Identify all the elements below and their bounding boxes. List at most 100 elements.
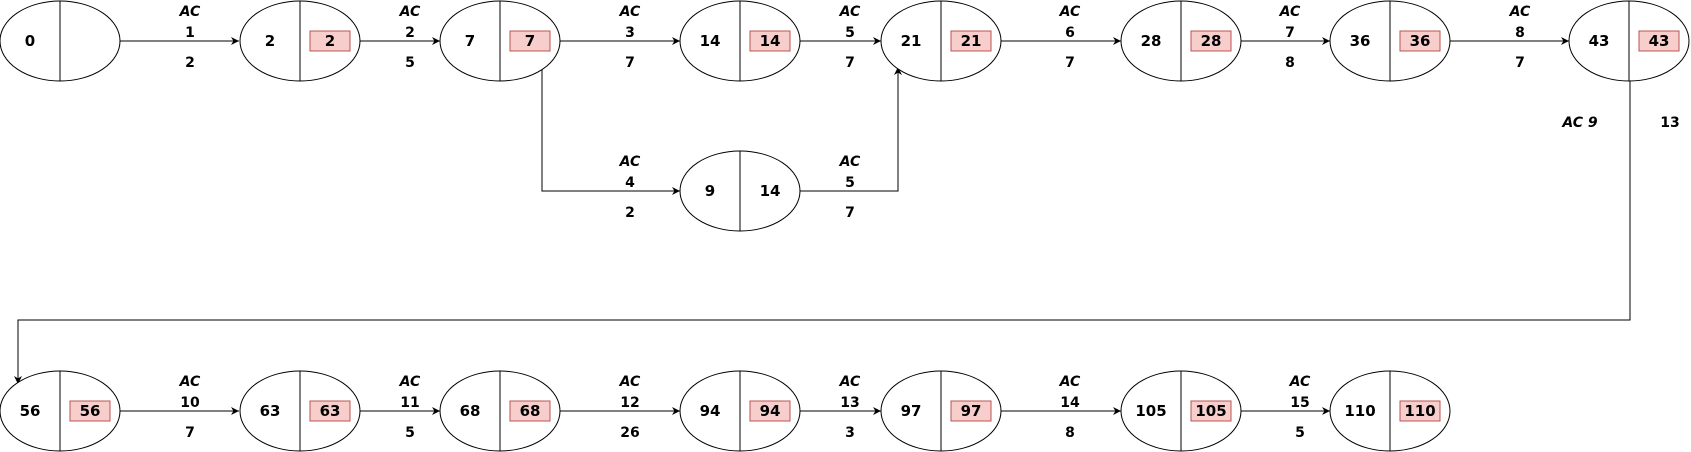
- late-time-box: [1399, 30, 1441, 52]
- node-late-time: 110: [1404, 402, 1435, 420]
- node-late-time: 97: [961, 402, 982, 420]
- node-early-time: 21: [901, 32, 922, 50]
- activity-number: 2: [405, 25, 415, 41]
- node-late-time: 2: [325, 32, 335, 50]
- event-node[interactable]: 14 14: [679, 0, 801, 82]
- late-time-box: [509, 400, 551, 422]
- activity-name: AC: [1059, 4, 1081, 20]
- activity-name: AC: [839, 154, 861, 170]
- node-late-time: 68: [520, 402, 541, 420]
- late-time-box: [950, 400, 992, 422]
- activity-number: 15: [1290, 395, 1309, 411]
- edges: [14, 37, 1631, 415]
- node-early-time: 7: [465, 32, 475, 50]
- late-time-box: [1638, 30, 1680, 52]
- event-node[interactable]: 97 97: [880, 370, 1002, 452]
- node-early-time: 56: [20, 402, 41, 420]
- activity-name: AC: [839, 4, 861, 20]
- node-late-time: 36: [1410, 32, 1431, 50]
- activity-duration: 3: [845, 425, 855, 441]
- late-time-box: [509, 30, 551, 52]
- edge-a5b: [800, 67, 902, 192]
- activity-name: AC: [1059, 374, 1081, 390]
- activity-number: 4: [625, 175, 635, 191]
- event-node[interactable]: 56 56: [0, 370, 121, 452]
- node-early-time: 2: [265, 32, 275, 50]
- activity-number: 13: [840, 395, 859, 411]
- activity-labels: AC 1 2 AC 2 5 AC 3 7 AC 4 2 AC 5 7 AC 5 …: [179, 4, 1680, 441]
- node-early-time: 94: [700, 402, 721, 420]
- activity-duration: 8: [1285, 55, 1295, 71]
- node-late-time: 56: [80, 402, 101, 420]
- late-time-box: [1190, 30, 1232, 52]
- late-time-box: [69, 400, 111, 422]
- activity-duration: 7: [185, 425, 195, 441]
- activity-duration: 7: [625, 55, 635, 71]
- activity-duration: 5: [405, 425, 415, 441]
- event-node[interactable]: 63 63: [239, 370, 361, 452]
- node-early-time: 43: [1589, 32, 1610, 50]
- activity-name: AC: [839, 374, 861, 390]
- activity-name: AC: [179, 374, 201, 390]
- node-early-time: 97: [901, 402, 922, 420]
- event-node[interactable]: 7 7: [439, 0, 561, 82]
- event-node[interactable]: 0: [0, 0, 121, 82]
- activity-name: AC: [179, 4, 201, 20]
- event-node[interactable]: 94 94: [679, 370, 801, 452]
- event-node[interactable]: 9 14: [679, 150, 801, 232]
- activity-duration: 8: [1065, 425, 1075, 441]
- activity-name: AC: [399, 4, 421, 20]
- node-late-time: 21: [961, 32, 982, 50]
- edge-a9: [14, 81, 1631, 384]
- event-node[interactable]: 68 68: [439, 370, 561, 452]
- node-late-time: 43: [1649, 32, 1670, 50]
- activity-duration: 13: [1660, 115, 1679, 131]
- activity-number: 12: [620, 395, 639, 411]
- activity-name: AC: [399, 374, 421, 390]
- event-node[interactable]: 43 43: [1568, 0, 1690, 82]
- node-late-time: 63: [320, 402, 341, 420]
- activity-number: 8: [1515, 25, 1525, 41]
- activity-name: AC: [1279, 4, 1301, 20]
- late-time-box: [950, 30, 992, 52]
- late-time-box: [309, 400, 351, 422]
- activity-name: AC: [1509, 4, 1531, 20]
- activity-number: 6: [1065, 25, 1075, 41]
- late-time-box: [749, 30, 791, 52]
- activity-duration: 7: [845, 205, 855, 221]
- activity-duration: 7: [1515, 55, 1525, 71]
- late-time-box: [1399, 400, 1441, 422]
- activity-name: AC: [619, 374, 641, 390]
- node-late-time: 94: [760, 402, 781, 420]
- activity-number: 5: [845, 175, 855, 191]
- node-early-time: 0: [25, 32, 35, 50]
- activity-name: AC 9: [1561, 115, 1598, 131]
- activity-duration: 5: [1295, 425, 1305, 441]
- activity-duration: 7: [845, 55, 855, 71]
- activity-number: 3: [625, 25, 635, 41]
- event-node[interactable]: 2 2: [239, 0, 361, 82]
- node-late-time: 105: [1195, 402, 1226, 420]
- activity-number: 14: [1060, 395, 1080, 411]
- node-early-time: 63: [260, 402, 281, 420]
- event-node[interactable]: 28 28: [1120, 0, 1242, 82]
- activity-name: AC: [619, 4, 641, 20]
- event-node[interactable]: 21 21: [880, 0, 1002, 82]
- activity-duration: 7: [1065, 55, 1075, 71]
- node-late-time: 28: [1201, 32, 1222, 50]
- activity-duration: 2: [185, 55, 195, 71]
- edge-a4: [541, 67, 680, 195]
- node-early-time: 105: [1135, 402, 1166, 420]
- event-node[interactable]: 105 105: [1120, 370, 1242, 452]
- activity-number: 7: [1285, 25, 1295, 41]
- activity-name: AC: [1289, 374, 1311, 390]
- activity-number: 10: [180, 395, 200, 411]
- node-late-time: 14: [760, 32, 781, 50]
- event-node[interactable]: 110 110: [1329, 370, 1451, 452]
- activity-number: 11: [400, 395, 419, 411]
- event-node[interactable]: 36 36: [1329, 0, 1451, 82]
- node-early-time: 110: [1344, 402, 1375, 420]
- node-early-time: 68: [460, 402, 481, 420]
- node-early-time: 36: [1350, 32, 1371, 50]
